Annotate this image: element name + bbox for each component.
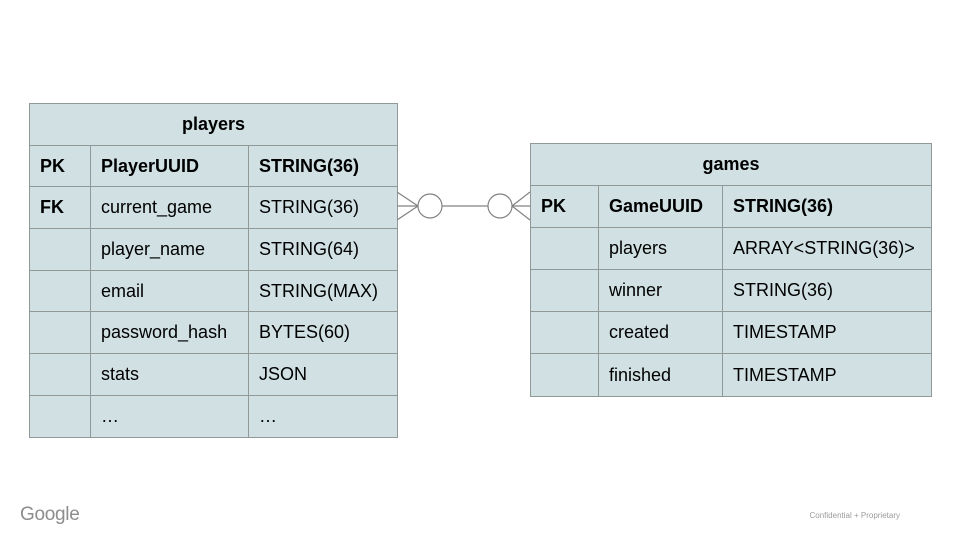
key-cell: PK xyxy=(530,185,599,229)
type-cell: JSON xyxy=(247,353,399,396)
key-cell xyxy=(29,228,91,271)
key-cell: FK xyxy=(29,186,91,230)
key-cell xyxy=(29,394,91,438)
key-cell xyxy=(530,311,599,355)
type-cell: STRING(36) xyxy=(721,185,933,229)
type-cell: STRING(64) xyxy=(247,228,399,271)
key-cell xyxy=(29,311,91,355)
field-cell: stats xyxy=(90,353,249,396)
field-cell: finished xyxy=(598,353,723,397)
field-cell: players xyxy=(598,227,723,271)
type-cell: TIMESTAMP xyxy=(721,311,933,355)
key-cell: PK xyxy=(29,144,91,188)
key-cell xyxy=(530,353,599,397)
field-cell: current_game xyxy=(90,186,249,230)
type-cell: STRING(36) xyxy=(721,269,933,313)
crow-foot-left-icon xyxy=(397,191,419,221)
type-cell: … xyxy=(247,394,399,438)
key-cell xyxy=(29,353,91,396)
table-title: games xyxy=(529,142,933,187)
relationship-connector xyxy=(397,191,530,221)
field-cell: player_name xyxy=(90,228,249,271)
key-cell xyxy=(29,269,91,313)
field-cell: created xyxy=(598,311,723,355)
field-cell: email xyxy=(90,269,249,313)
table-row: …… xyxy=(29,394,399,438)
zero-circle-right-icon xyxy=(487,193,513,219)
zero-circle-left-icon xyxy=(417,193,443,219)
type-cell: TIMESTAMP xyxy=(721,353,933,397)
type-cell: BYTES(60) xyxy=(247,311,399,355)
table-header-row: players xyxy=(28,103,399,146)
type-cell: STRING(36) xyxy=(247,186,399,230)
google-logo: Google xyxy=(20,504,80,525)
table-title: players xyxy=(28,103,399,146)
type-cell: STRING(36) xyxy=(247,144,399,188)
table-header-row: games xyxy=(529,142,933,187)
field-cell: GameUUID xyxy=(598,185,723,229)
key-cell xyxy=(530,269,599,313)
field-cell: PlayerUUID xyxy=(90,144,249,188)
field-cell: … xyxy=(90,394,249,438)
crow-foot-right-icon xyxy=(511,191,530,221)
field-cell: password_hash xyxy=(90,311,249,355)
type-cell: STRING(MAX) xyxy=(247,269,399,313)
type-cell: ARRAY<STRING(36)> xyxy=(721,227,933,271)
field-cell: winner xyxy=(598,269,723,313)
key-cell xyxy=(530,227,599,271)
confidential-label: Confidential + Proprietary xyxy=(809,511,901,520)
